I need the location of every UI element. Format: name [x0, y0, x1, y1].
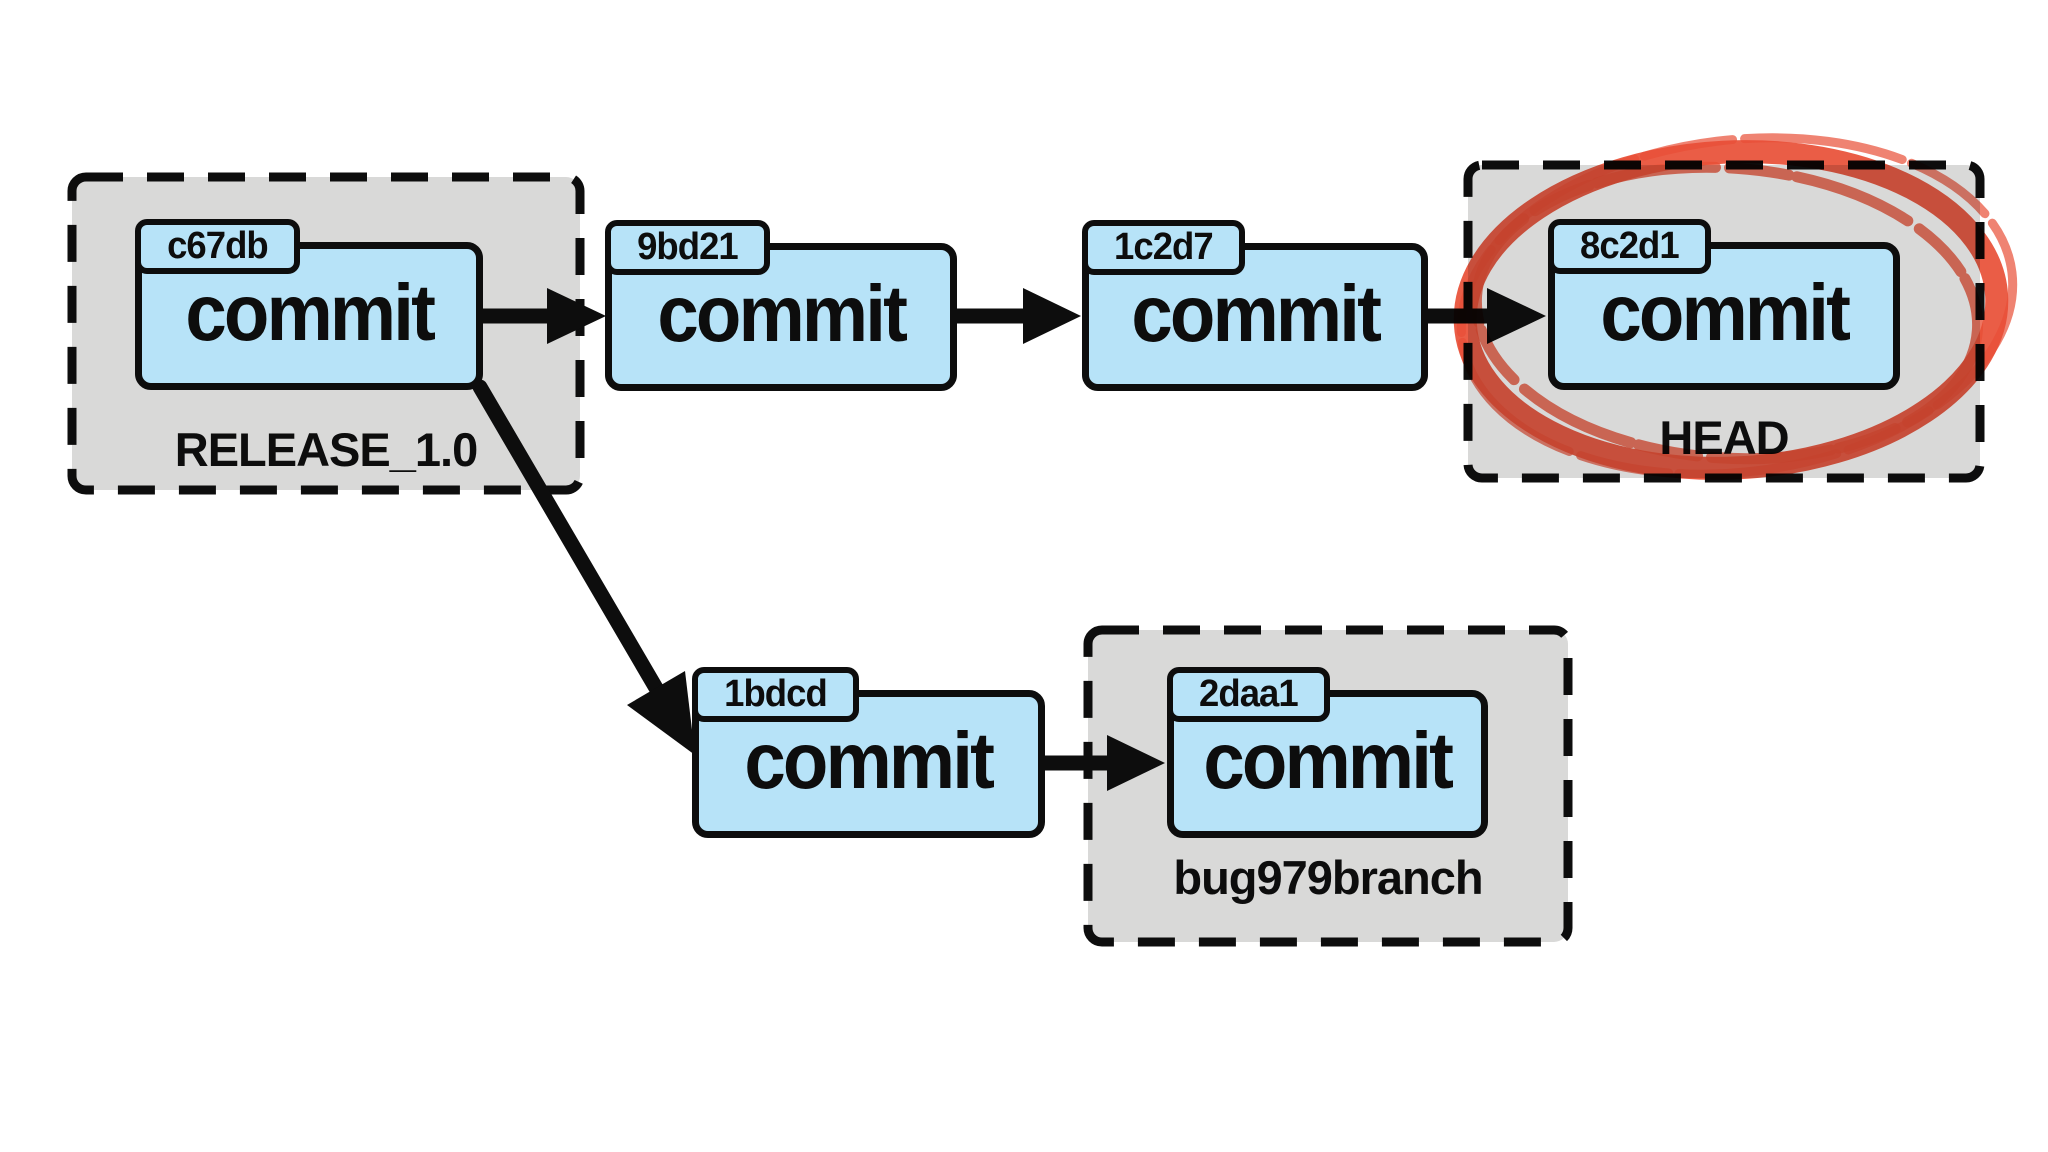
commit-node-8c2d1: 8c2d1 commit — [1548, 219, 1900, 390]
commit-label: commit — [1600, 268, 1851, 357]
commit-label: commit — [1203, 716, 1455, 805]
commit-hash: c67db — [167, 225, 269, 267]
commit-label: commit — [1131, 269, 1382, 358]
group-label-head: HEAD — [1659, 411, 1789, 464]
commit-label: commit — [185, 268, 436, 357]
commit-node-9bd21: 9bd21 commit — [605, 220, 957, 391]
edge-c67db-to-1bdcd — [472, 379, 695, 755]
group-label-bug979branch: bug979branch — [1173, 851, 1483, 904]
group-label-release: RELEASE_1.0 — [174, 423, 478, 476]
commit-hash-tab: c67db — [135, 219, 300, 274]
commit-hash: 1c2d7 — [1114, 226, 1214, 268]
commit-hash: 2daa1 — [1199, 673, 1299, 715]
commit-hash: 9bd21 — [637, 226, 739, 268]
commit-hash-tab: 8c2d1 — [1548, 219, 1711, 274]
commit-hash-tab: 1c2d7 — [1082, 220, 1245, 275]
commit-box: commit — [135, 242, 483, 390]
commit-hash-tab: 2daa1 — [1167, 667, 1330, 722]
commit-label: commit — [657, 269, 908, 358]
commit-node-c67db: c67db commit — [135, 219, 483, 390]
edge-9bd21-to-1c2d7 — [949, 288, 1081, 344]
edge-1bdcd-to-2daa1 — [1037, 735, 1165, 791]
commit-node-2daa1: 2daa1 commit — [1167, 667, 1488, 838]
commit-node-1bdcd: 1bdcd commit — [692, 667, 1045, 838]
commit-hash: 1bdcd — [724, 673, 828, 715]
commit-hash-tab: 9bd21 — [605, 220, 770, 275]
commit-hash: 8c2d1 — [1580, 225, 1680, 267]
commit-hash-tab: 1bdcd — [692, 667, 859, 722]
edge-c67db-to-9bd21 — [475, 288, 606, 344]
commit-label: commit — [744, 716, 996, 805]
commit-node-1c2d7: 1c2d7 commit — [1082, 220, 1428, 391]
